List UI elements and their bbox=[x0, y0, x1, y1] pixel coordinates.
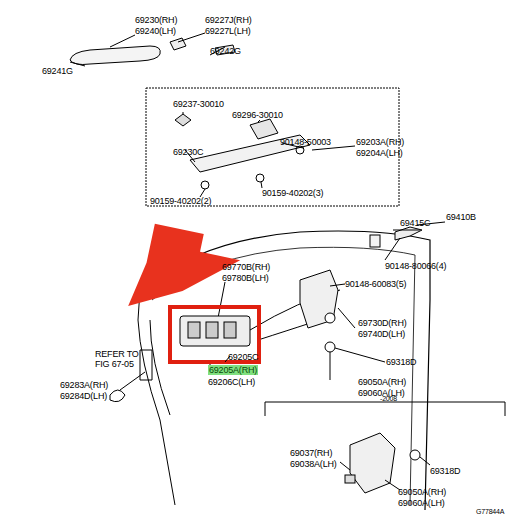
part-number: 90159-40202(3) bbox=[262, 188, 323, 198]
part-number: 69283A(RH) bbox=[60, 380, 108, 390]
part-number: 69740D(LH) bbox=[358, 329, 405, 339]
part-number: 69227J(RH) bbox=[205, 15, 252, 25]
part-number: 69780B(LH) bbox=[222, 273, 269, 283]
part-number: 90148-80066(4) bbox=[385, 261, 446, 271]
part-number: G77844A bbox=[476, 507, 504, 517]
part-number: 69230(RH) bbox=[135, 15, 177, 25]
part-number: 69227L(LH) bbox=[205, 26, 251, 36]
part-number: REFER TO bbox=[95, 349, 139, 359]
part-number: 69204A(LH) bbox=[356, 148, 403, 158]
part-number: 90148-50003 bbox=[280, 137, 331, 147]
part-number: 69038A(LH) bbox=[290, 459, 337, 469]
part-number: 69206C(LH) bbox=[208, 377, 255, 387]
part-number: 69241G bbox=[42, 66, 73, 76]
part-number: -2008 bbox=[380, 394, 397, 404]
part-number: 69237-30010 bbox=[173, 99, 224, 109]
part-number: 90148-60083(5) bbox=[345, 279, 406, 289]
part-number: 69318D bbox=[386, 357, 416, 367]
part-number: 69318D bbox=[430, 466, 460, 476]
part-number: 69205C bbox=[228, 352, 258, 362]
part-number: 69296-30010 bbox=[232, 110, 283, 120]
part-number: 69730D(RH) bbox=[358, 318, 407, 328]
part-number: 69230C bbox=[173, 147, 203, 157]
part-number: 69242G bbox=[210, 46, 241, 56]
part-number: 69203A(RH) bbox=[356, 137, 404, 147]
part-number: 69410B bbox=[446, 212, 476, 222]
part-number: 69770B(RH) bbox=[222, 262, 270, 272]
part-number: 69284D(LH) bbox=[60, 391, 107, 401]
part-number: FIG 67-05 bbox=[95, 359, 134, 369]
part-number: 69050A(RH) bbox=[398, 487, 446, 497]
part-number: 69037(RH) bbox=[290, 448, 332, 458]
part-number: 69050A(RH) bbox=[358, 377, 406, 387]
highlighted-part-number: 69205A(RH) bbox=[208, 365, 258, 375]
part-number: 69240(LH) bbox=[135, 26, 176, 36]
part-number: 90159-40202(2) bbox=[150, 196, 211, 206]
part-number: 69060A(LH) bbox=[398, 498, 445, 508]
part-number: 69415C bbox=[400, 218, 430, 228]
